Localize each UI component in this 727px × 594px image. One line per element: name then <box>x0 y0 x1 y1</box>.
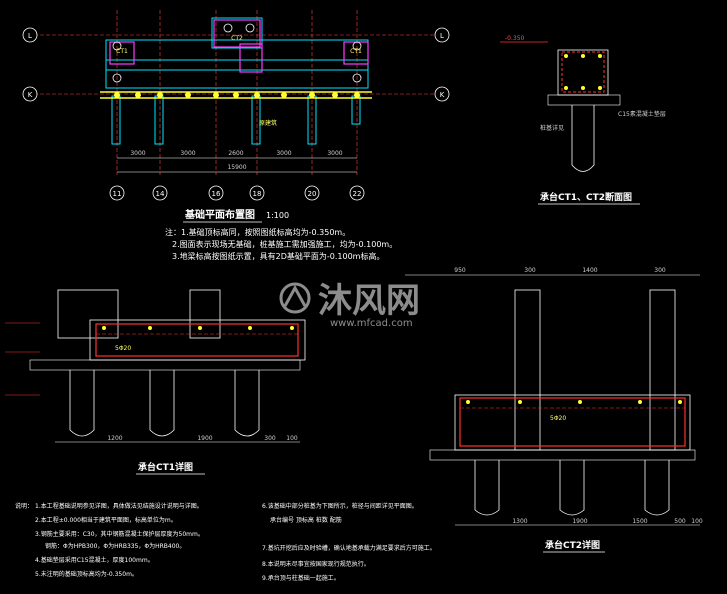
watermark: 沐风网 www.mfcad.com <box>279 281 420 329</box>
plan-note-3: 3.地梁标高按图纸示置，具有2D基础平面为-0.100m标高。 <box>172 251 384 261</box>
note-left-3: 3.钢筋主要采用：C30，其中钢筋混凝土保护层厚度为50mm。 <box>35 530 204 538</box>
plan-note-2: 2.图面表示现场无基础，桩基施工需加强施工，均为-0.100m。 <box>172 239 397 249</box>
ct1-detail: 5Φ20 1200 1900 300 100 <box>5 289 306 443</box>
note-left-1: 1.本工程基础说明参见详图，具体做法见结施设计说明与详图。 <box>35 502 203 510</box>
ct1-dim-2: 1900 <box>197 435 212 442</box>
note-left-6: 5.未注明的基础顶标高均为-0.350m。 <box>35 570 138 578</box>
axis-label-k-right: K <box>440 91 445 99</box>
note-right-5: 9.承台顶与柱基础一起施工。 <box>262 574 340 582</box>
ct2-dim-4: 500 <box>674 518 686 525</box>
ct1-beam-rebar: 5Φ20 <box>115 345 131 352</box>
note-left-2: 2.本工程±0.000相当于建筑平面图，标高单位为m。 <box>35 516 177 524</box>
note-right-3: 7.基坑开挖后应及时验槽，确认地基承载力满足要求后方可施工。 <box>262 544 436 552</box>
plan-cap-label-2: CT2 <box>231 35 243 42</box>
note-right-1: 6.该基础中部分桩基为下图所示，桩径与间距详见平面图。 <box>262 502 418 510</box>
axis-label-k-left: K <box>28 91 33 99</box>
plan-dim-3: 2600 <box>228 150 243 157</box>
ct2-top-dim-4: 300 <box>654 267 666 274</box>
section-top-level: -0.350 <box>505 35 525 42</box>
ct2-title: 承台CT2详图 <box>545 539 600 551</box>
ct2-top-dim-1: 950 <box>454 267 466 274</box>
section-label-2: 桩基详见 <box>540 124 564 132</box>
ct2-detail: 5Φ20 1300 1900 1500 500 100 950 300 1400… <box>405 267 703 526</box>
axis-label-11: 11 <box>113 190 122 198</box>
notes-right: 6.该基础中部分桩基为下图所示，桩径与间距详见平面图。 承台编号 顶标高 桩数 … <box>262 502 436 582</box>
plan-dim-4: 3000 <box>276 150 291 157</box>
section-label-1: C15素混凝土垫层 <box>618 110 666 118</box>
ct2-dim-1: 1300 <box>512 518 527 525</box>
note-right-2: 承台编号 顶标高 桩数 配筋 <box>270 516 342 524</box>
ct1-dim-4: 100 <box>286 435 298 442</box>
ct1-dim-1: 1200 <box>107 435 122 442</box>
plan-scale: 1:100 <box>266 211 289 220</box>
ct2-top-dim-3: 1400 <box>582 267 597 274</box>
plan-title: 基础平面布置图 <box>184 208 255 221</box>
axis-label-22: 22 <box>353 190 362 198</box>
plan-cap-label-3: CT1 <box>350 48 362 55</box>
plan-cap-label-1: CT1 <box>116 48 128 55</box>
axis-label-l-left: L <box>28 32 32 40</box>
ct2-dim-5: 100 <box>691 518 703 525</box>
ct1-dim-3: 300 <box>264 435 276 442</box>
watermark-brand: 沐风网 <box>318 281 420 321</box>
plan-dim-1: 3000 <box>130 150 145 157</box>
plan-notes: 注：1.基础顶标高同，按照图纸标高均为-0.350m。 2.图面表示现场无基础，… <box>165 227 397 261</box>
ct2-dim-3: 1500 <box>632 518 647 525</box>
ct2-beam-rebar: 5Φ20 <box>550 415 566 422</box>
notes-heading: 说明： <box>15 502 33 510</box>
foundation-plan: 11 14 16 18 20 22 L K L K 3000 3000 2600… <box>22 10 450 201</box>
plan-room-label: 原建筑 <box>259 119 277 127</box>
axis-label-20: 20 <box>308 190 317 198</box>
plan-note-1: 注：1.基础顶标高同，按照图纸标高均为-0.350m。 <box>165 227 350 237</box>
watermark-url: www.mfcad.com <box>330 318 413 329</box>
plan-dim-5: 3000 <box>327 150 342 157</box>
ct2-top-dim-2: 300 <box>524 267 536 274</box>
axis-label-l-right: L <box>440 32 444 40</box>
section-title: 承台CT1、CT2断面图 <box>540 191 632 203</box>
plan-dim-2: 3000 <box>180 150 195 157</box>
notes-left: 说明： 1.本工程基础说明参见详图，具体做法见结施设计说明与详图。 2.本工程±… <box>15 502 204 578</box>
note-right-4: 8.本说明未尽事宜按国家现行规范执行。 <box>262 560 370 568</box>
note-left-4: 钢筋：Φ为HPB300，Φ为HRB335，Φ为HRB400。 <box>45 542 185 550</box>
watermark-logo-icon <box>279 282 311 314</box>
ct1-title: 承台CT1详图 <box>138 461 193 473</box>
note-left-5: 4.基础垫层采用C15混凝土，厚度100mm。 <box>35 556 154 564</box>
plan-total-dim: 15900 <box>227 164 246 171</box>
axis-label-16: 16 <box>212 190 221 198</box>
ct2-dim-2: 1900 <box>572 518 587 525</box>
axis-label-18: 18 <box>253 190 262 198</box>
cap-section: -0.350 C15素混凝土垫层 桩基详见 <box>500 35 666 172</box>
axis-label-14: 14 <box>156 190 165 198</box>
